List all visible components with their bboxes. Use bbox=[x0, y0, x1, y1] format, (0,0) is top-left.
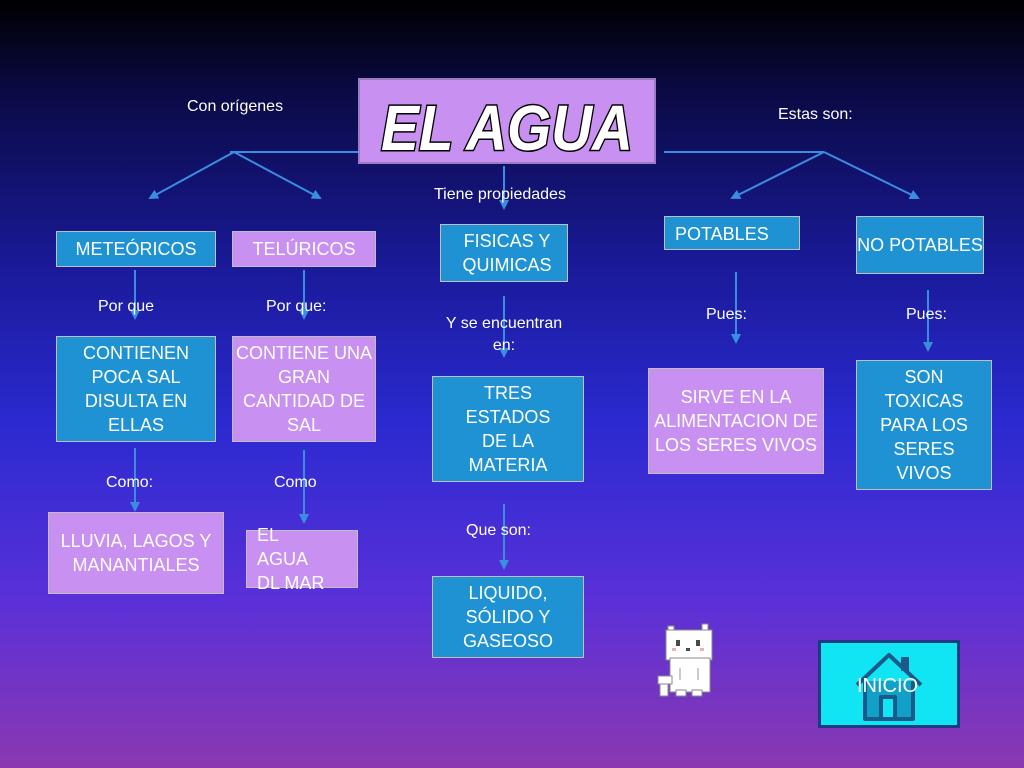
title-box: EL AGUA bbox=[358, 78, 656, 164]
title-text: EL AGUA bbox=[381, 92, 633, 162]
box-no-potables: NO POTABLES bbox=[856, 216, 984, 274]
inicio-label: INICIO bbox=[857, 675, 919, 697]
box-fisicas-quimicas: FISICAS Y QUIMICAS bbox=[440, 224, 568, 282]
label-pues-1: Pues: bbox=[706, 306, 747, 323]
label-por-que-1: Por que bbox=[98, 298, 155, 315]
box-liquido-solido-gaseoso: LIQUIDO, SÓLIDO Y GASEOSO bbox=[432, 576, 584, 658]
box-contiene-gran-cantidad: CONTIENE UNA GRAN CANTIDAD DE SAL bbox=[232, 336, 376, 442]
label-pues-2: Pues: bbox=[906, 306, 947, 323]
label-con-origenes: Con orígenes bbox=[187, 98, 284, 115]
box-meteoricos: METEÓRICOS bbox=[56, 231, 216, 267]
box-telurico: TELÚRICOS bbox=[232, 231, 376, 267]
box-tres-estados: TRES ESTADOS DE LA MATERIA bbox=[432, 376, 584, 482]
label-estas-son: Estas son: bbox=[778, 106, 853, 123]
label-tiene-propiedades: Tiene propiedades bbox=[434, 186, 566, 203]
inicio-button[interactable]: INICIO bbox=[818, 640, 960, 728]
title-graphic: EL AGUA bbox=[380, 91, 635, 163]
label-que-son: Que son: bbox=[466, 522, 531, 539]
box-lluvia-lagos: LLUVIA, LAGOS Y MANANTIALES bbox=[48, 512, 224, 594]
label-y-se-encuentran: Y se encuentran en: bbox=[445, 315, 563, 354]
box-potables: POTABLES bbox=[664, 216, 800, 250]
box-agua-mar: EL AGUA DL MAR bbox=[246, 525, 358, 593]
label-como-2: Como bbox=[274, 474, 317, 491]
house-icon bbox=[855, 653, 923, 721]
cat-icon bbox=[657, 623, 713, 697]
box-contienen-poca-sal: CONTIENEN POCA SAL DISULTA EN ELLAS bbox=[56, 336, 216, 442]
box-sirve-alimentacion: SIRVE EN LA ALIMENTACION DE LOS SERES VI… bbox=[648, 368, 824, 474]
box-son-toxicas: SON TOXICAS PARA LOS SERES VIVOS bbox=[856, 360, 992, 490]
label-por-que-2: Por que: bbox=[266, 298, 327, 315]
label-como-1: Como: bbox=[106, 474, 154, 491]
